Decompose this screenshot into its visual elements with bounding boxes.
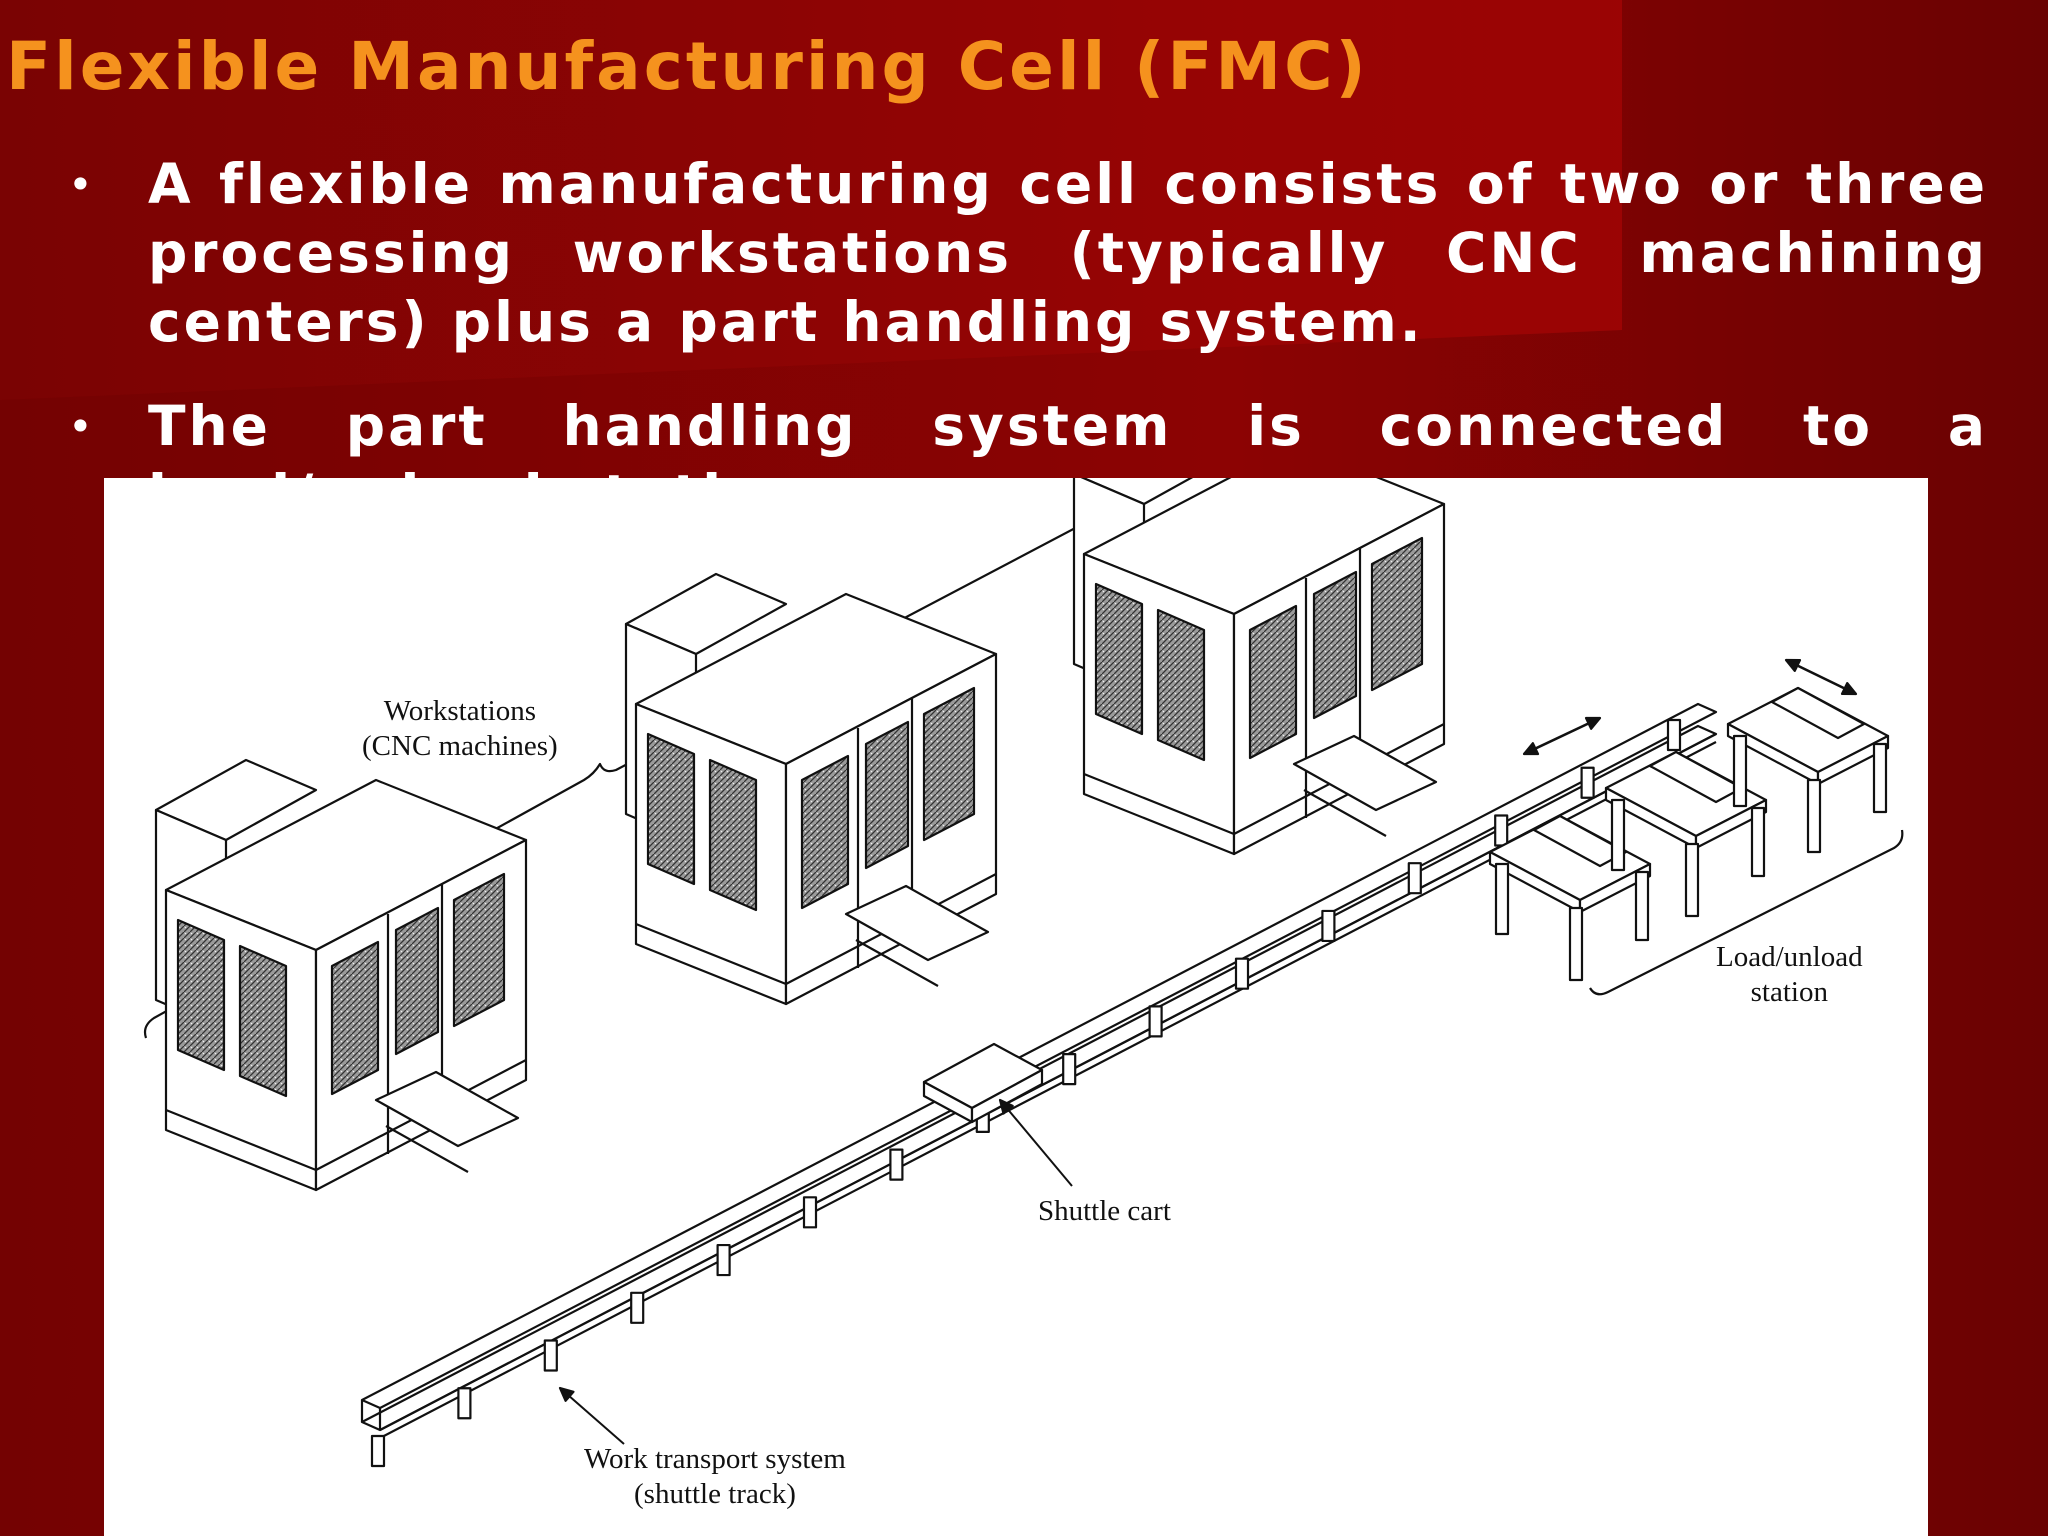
machine-window <box>922 686 976 842</box>
stand-leg <box>1494 862 1510 936</box>
arrow-head <box>1784 658 1802 673</box>
stand-leg <box>1634 870 1650 942</box>
machine-window <box>800 754 850 910</box>
shuttle-cart <box>922 1042 1044 1124</box>
workstations-label-line2: (CNC machines) <box>362 730 558 762</box>
load-unload-stand-3 <box>1726 686 1890 854</box>
machine-pallet-conveyor-edge <box>385 1125 469 1173</box>
track-support-leg <box>1234 957 1250 990</box>
transport-label: Work transport system (shuttle track) <box>584 1442 846 1512</box>
arrow-head <box>558 1386 575 1402</box>
arrow-head <box>1522 742 1540 756</box>
leader-line <box>999 1099 1073 1187</box>
machine-pallet-conveyor <box>1292 734 1438 812</box>
stand-leg <box>1872 742 1888 814</box>
machine-window <box>708 758 758 912</box>
machine-pallet-conveyor-edge <box>855 939 939 987</box>
arrow-head <box>1584 716 1602 730</box>
workstations-bracket <box>143 478 1173 1039</box>
transport-label-line2: (shuttle track) <box>634 1478 796 1510</box>
track-support-leg <box>1407 862 1422 895</box>
load-unload-label: Load/unload station <box>1716 940 1863 1010</box>
track-support-leg <box>457 1387 472 1420</box>
cnc-machine-3 <box>1072 478 1446 856</box>
cnc-machine-1 <box>154 758 528 1192</box>
machine-pallet-conveyor-edge <box>1303 789 1387 837</box>
stand-leg <box>1610 798 1626 872</box>
stand-leg <box>1568 906 1584 982</box>
bullet-item: A flexible manufacturing cell consists o… <box>68 150 1988 357</box>
track-support-leg <box>630 1291 645 1324</box>
track-support-leg <box>1321 909 1336 943</box>
track-support-leg <box>1666 718 1682 752</box>
stand-leg <box>1750 806 1766 878</box>
load-unload-label-line2: station <box>1750 976 1828 1008</box>
load-unload-stand-1 <box>1488 814 1652 982</box>
stand-leg <box>1806 778 1822 854</box>
machine-pallet-conveyor <box>844 884 990 962</box>
stand-fixture <box>1532 814 1628 868</box>
stand-leg <box>1732 734 1748 808</box>
stand-fixture <box>1770 686 1866 740</box>
machine-window <box>452 872 506 1028</box>
transport-label-line1: Work transport system <box>584 1443 846 1475</box>
annotations <box>558 658 1904 1445</box>
machine-window <box>330 940 380 1096</box>
machine-window <box>1248 604 1298 760</box>
fmc-diagram: Workstations (CNC machines) Load/unload … <box>104 478 1928 1536</box>
slide-title: Flexible Manufacturing Cell (FMC) <box>6 28 1369 105</box>
machine-window <box>864 720 910 870</box>
workstations-label: Workstations (CNC machines) <box>362 694 558 764</box>
load-unload-bracket <box>1589 829 1904 996</box>
leader-line <box>559 1387 625 1445</box>
track-support-leg <box>802 1196 818 1229</box>
machine-base-line <box>635 922 787 986</box>
track-support-leg <box>889 1148 904 1181</box>
station-motion-arrow <box>1784 658 1858 696</box>
machine-window <box>1156 608 1206 762</box>
machine-window <box>238 944 288 1098</box>
machine-window <box>176 918 226 1072</box>
transport-leader <box>558 1386 625 1445</box>
load-unload-label-line1: Load/unload <box>1716 941 1863 973</box>
fmc-diagram-drawing <box>143 478 1904 1468</box>
track-support-leg <box>716 1243 731 1277</box>
machine-window <box>646 732 696 886</box>
track-rail-top <box>360 702 1718 1410</box>
machine-pallet-conveyor <box>374 1070 520 1148</box>
arrow-head <box>1840 681 1858 696</box>
track-support-leg <box>1494 814 1509 847</box>
track-support-leg <box>1580 766 1595 799</box>
track-motion-arrow <box>1522 716 1602 756</box>
track-support-leg <box>543 1339 558 1372</box>
track-support-leg <box>1148 1005 1163 1038</box>
arrow-shaft <box>1523 716 1601 756</box>
machine-window <box>1370 536 1424 692</box>
machine-window <box>394 906 440 1056</box>
shuttle-cart-side <box>970 1068 1044 1124</box>
machine-window <box>1094 582 1144 736</box>
shuttle-cart-label: Shuttle cart <box>1038 1195 1171 1227</box>
machine-base-line <box>1083 772 1235 836</box>
cnc-machine-2 <box>624 572 998 1006</box>
machine-base-line <box>165 1108 317 1172</box>
shuttle-cart-leader <box>998 1098 1073 1187</box>
arrow-head <box>998 1098 1014 1115</box>
workstations-label-line1: Workstations <box>383 695 537 727</box>
track-support-leg <box>1062 1053 1077 1086</box>
stand-leg <box>1684 842 1700 918</box>
track-support-leg <box>370 1434 386 1468</box>
load-unload-stand-2 <box>1604 750 1768 918</box>
machine-window <box>1312 570 1358 720</box>
